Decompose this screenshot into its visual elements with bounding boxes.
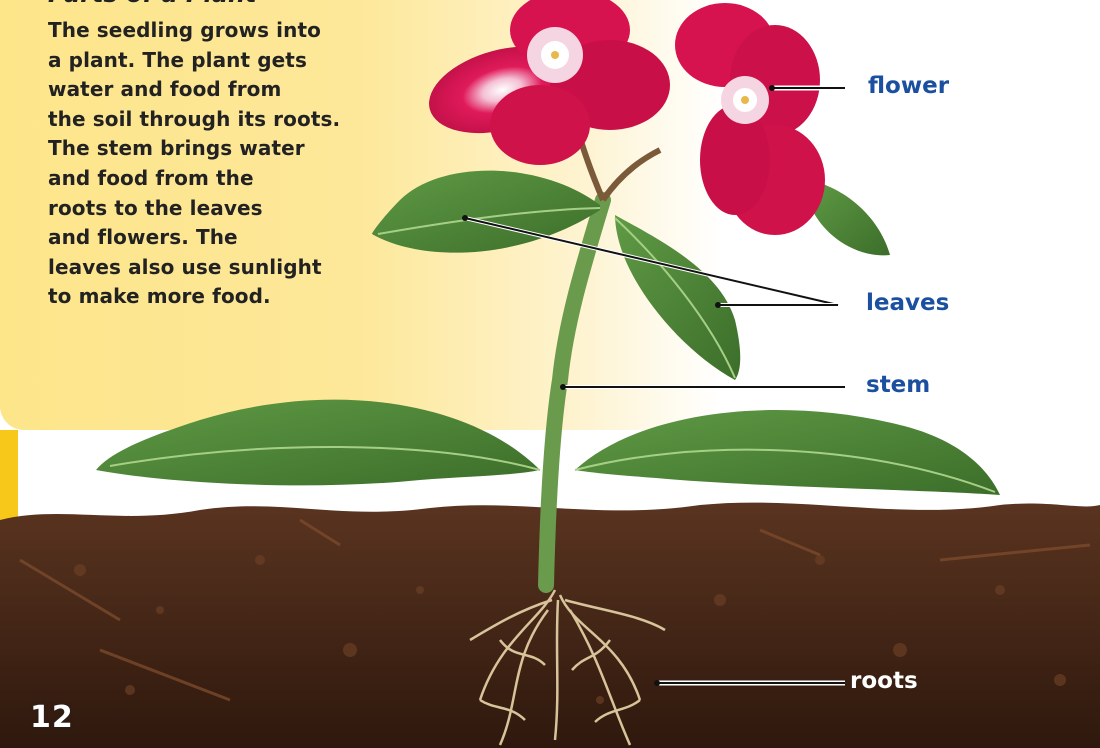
- panel-heading: Parts of a Plant: [48, 0, 257, 8]
- panel-line: a plant. The plant gets: [48, 46, 340, 76]
- panel-body-text: The seedling grows into a plant. The pla…: [48, 16, 340, 312]
- panel-line: The stem brings water: [48, 134, 340, 164]
- label-flower: flower: [868, 73, 949, 99]
- panel-line: to make more food.: [48, 282, 340, 312]
- page-number: 12: [30, 700, 74, 735]
- panel-line: water and food from: [48, 75, 340, 105]
- panel-line: and food from the: [48, 164, 340, 194]
- panel-line: roots to the leaves: [48, 194, 340, 224]
- panel-line: the soil through its roots.: [48, 105, 340, 135]
- panel-line: and flowers. The: [48, 223, 340, 253]
- panel-line: leaves also use sunlight: [48, 253, 340, 283]
- label-leaves: leaves: [866, 290, 949, 316]
- label-roots: roots: [850, 668, 918, 694]
- label-stem: stem: [866, 372, 930, 398]
- panel-line: The seedling grows into: [48, 16, 340, 46]
